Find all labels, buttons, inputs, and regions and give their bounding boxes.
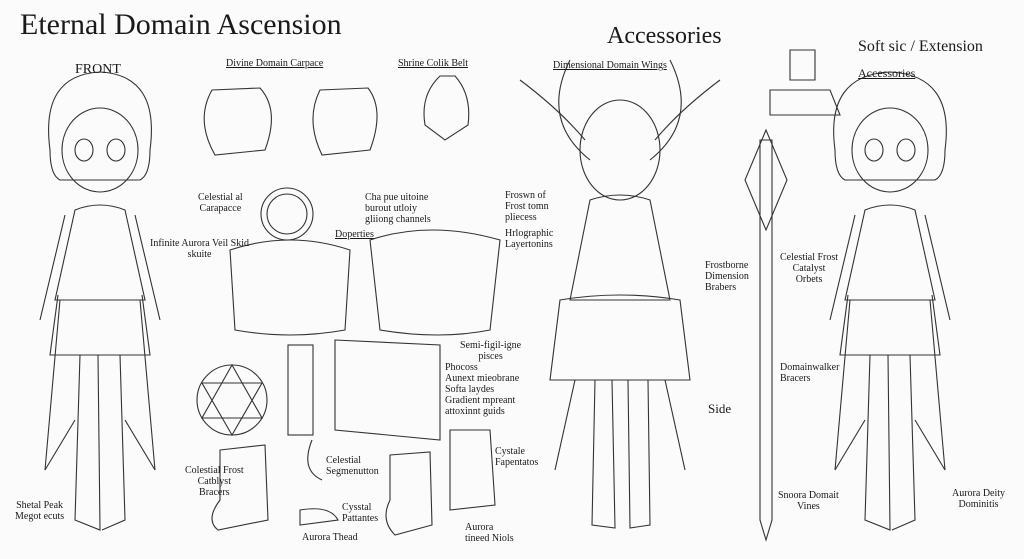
carapace-section-label: Divine Domain Carpace [226, 58, 324, 69]
right-character-figure [829, 71, 951, 531]
extension-label: Soft sic / Extension [858, 38, 983, 55]
callout-celestial-carapace: Celestial al Carapacce [198, 192, 243, 214]
callout-cystale: Cystale Fapentatos [495, 446, 539, 468]
back-character-figure [519, 59, 721, 529]
callout-aurora-niols: Aurora tineed Niols [465, 522, 514, 544]
callout-veil-skirt: Infinite Aurora Veil Skid skuite [150, 238, 249, 260]
collar-illustration [769, 49, 841, 116]
callout-catalyst-bracers: Colestial Frost Catblyst Bracers [185, 465, 244, 498]
wings-section-label: Dimensional Domain Wings [553, 60, 667, 71]
callout-channels: Cha pue uitoine burout utloiy gliiong ch… [365, 192, 431, 225]
callout-catalyst-orbets: Celestial Frost Catalyst Orbets [780, 252, 839, 285]
callout-holographic: Hrlographic Layertonins [505, 228, 554, 250]
callout-segmentation: Celestial Segmenutton [326, 455, 379, 477]
staff-illustration [744, 128, 788, 542]
callout-semi-pieces: Semi-figil-igne pisces [460, 340, 522, 362]
front-label: FRONT [75, 62, 121, 77]
side-label: Side [708, 401, 732, 416]
callout-domainwalker: Domainwalker Bracers [780, 362, 840, 384]
callout-aurora-deity: Aurora Deity Dominitis [952, 488, 1006, 510]
callout-aurora-thread: Aurora Thead [302, 532, 358, 543]
callout-frost-pieces: Froswn of Frost tomn pliecess [505, 190, 549, 223]
accessories-heading: Accessories [607, 23, 722, 49]
carapace-illustrations [196, 75, 501, 536]
front-character-figure [39, 71, 161, 531]
callout-frostborne: Frostborne Dimension Brabers [705, 260, 749, 293]
callout-pattantes: Cysstal Pattantes [342, 502, 379, 524]
callout-layers: Phocoss Aunext mieobrane Softa laydes Gr… [445, 362, 520, 417]
sheet-title: Eternal Domain Ascension [20, 8, 342, 41]
callout-doperties: Doperties [335, 229, 374, 240]
belt-section-label: Shrine Colik Belt [398, 58, 468, 69]
callout-shetal-peak: Shetal Peak Megot ecuts [15, 500, 65, 522]
accessories-subsection-label: Accessories [858, 66, 916, 80]
callout-snoora-vines: Snoora Domait Vines [778, 490, 839, 512]
